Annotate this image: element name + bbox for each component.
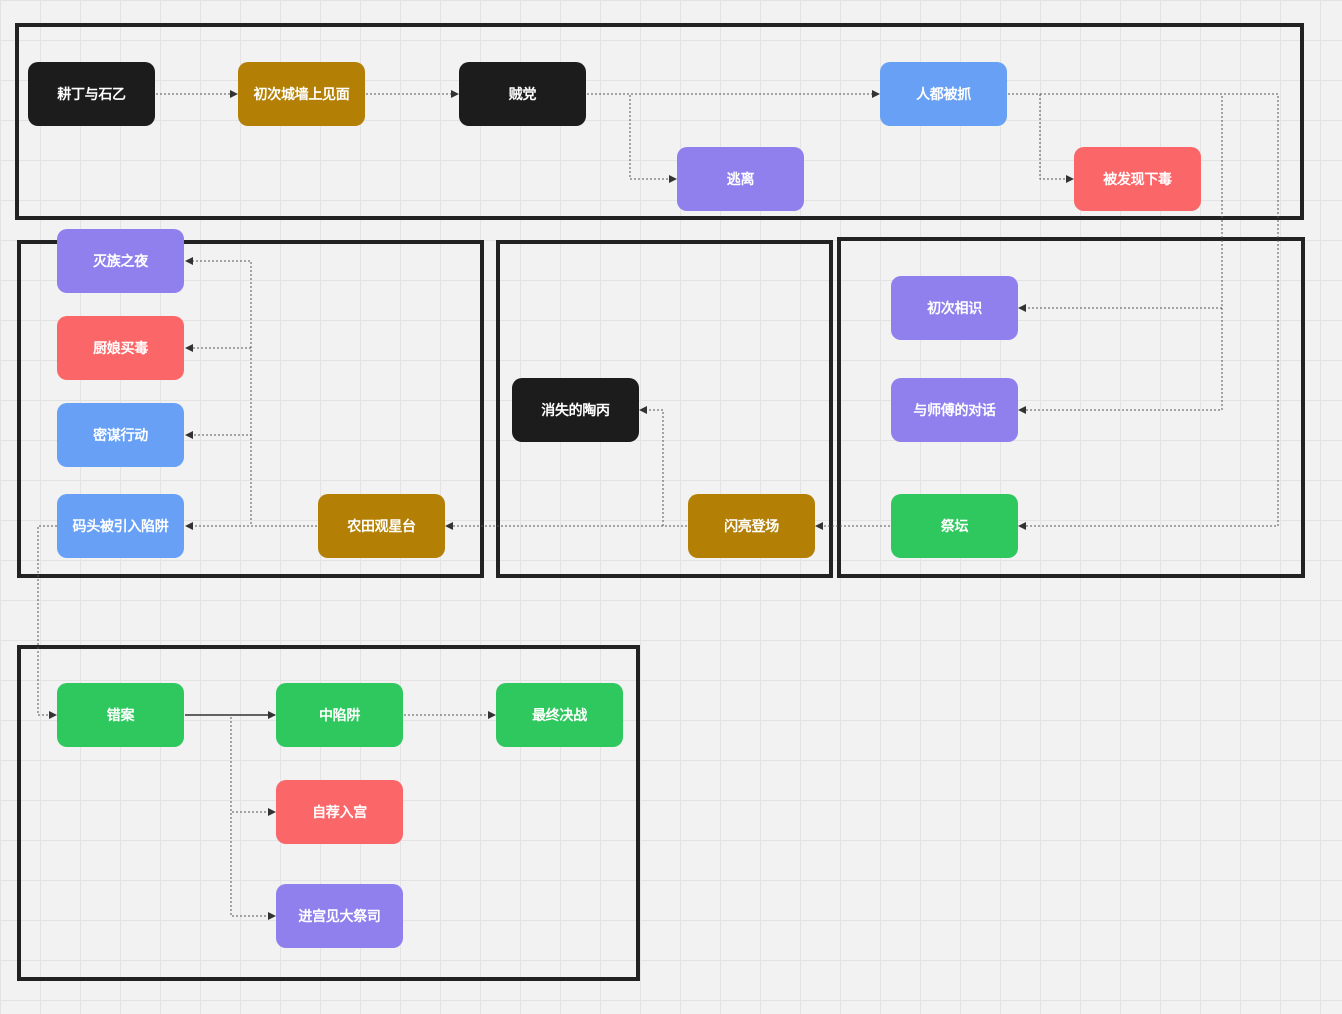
node-label: 闪亮登场	[724, 519, 779, 535]
node-n4[interactable]: 人都被抓	[880, 62, 1007, 126]
node-label: 厨娘买毒	[93, 341, 148, 357]
node-n11[interactable]: 农田观星台	[318, 494, 445, 558]
node-n7[interactable]: 灭族之夜	[57, 229, 184, 293]
group-frame-bottom	[17, 645, 640, 981]
node-n6[interactable]: 被发现下毒	[1074, 147, 1201, 211]
node-n9[interactable]: 密谋行动	[57, 403, 184, 467]
group-frame-left	[17, 240, 484, 578]
node-label: 中陷阱	[318, 708, 361, 724]
group-frame-top	[15, 23, 1304, 220]
node-label: 逃离	[726, 172, 755, 188]
node-n2[interactable]: 初次城墙上见面	[238, 62, 365, 126]
node-label: 与师傅的对话	[913, 403, 996, 419]
node-n5[interactable]: 逃离	[677, 147, 804, 211]
node-n18[interactable]: 中陷阱	[276, 683, 403, 747]
node-label: 自荐入宫	[312, 805, 367, 821]
node-label: 贼党	[508, 87, 537, 103]
node-n15[interactable]: 与师傅的对话	[891, 378, 1018, 442]
node-n20[interactable]: 自荐入宫	[276, 780, 403, 844]
node-label: 进宫见大祭司	[298, 909, 381, 925]
node-n14[interactable]: 初次相识	[891, 276, 1018, 340]
node-n17[interactable]: 错案	[57, 683, 184, 747]
node-n16[interactable]: 祭坛	[891, 494, 1018, 558]
node-label: 农田观星台	[347, 519, 416, 535]
node-label: 码头被引入陷阱	[72, 519, 169, 535]
node-n13[interactable]: 闪亮登场	[688, 494, 815, 558]
node-n12[interactable]: 消失的陶丙	[512, 378, 639, 442]
node-label: 消失的陶丙	[541, 403, 610, 419]
node-n19[interactable]: 最终决战	[496, 683, 623, 747]
group-frame-middle	[496, 240, 833, 578]
node-label: 灭族之夜	[93, 254, 148, 270]
node-n3[interactable]: 贼党	[459, 62, 586, 126]
node-n10[interactable]: 码头被引入陷阱	[57, 494, 184, 558]
node-label: 错案	[106, 708, 135, 724]
node-label: 初次相识	[927, 301, 982, 317]
node-n1[interactable]: 耕丁与石乙	[28, 62, 155, 126]
node-n21[interactable]: 进宫见大祭司	[276, 884, 403, 948]
node-label: 被发现下毒	[1103, 172, 1172, 188]
node-label: 祭坛	[940, 519, 969, 535]
node-n8[interactable]: 厨娘买毒	[57, 316, 184, 380]
node-label: 耕丁与石乙	[57, 87, 126, 103]
node-label: 初次城墙上见面	[253, 87, 350, 103]
node-label: 密谋行动	[93, 428, 148, 444]
node-label: 最终决战	[532, 708, 587, 724]
node-label: 人都被抓	[916, 87, 971, 103]
